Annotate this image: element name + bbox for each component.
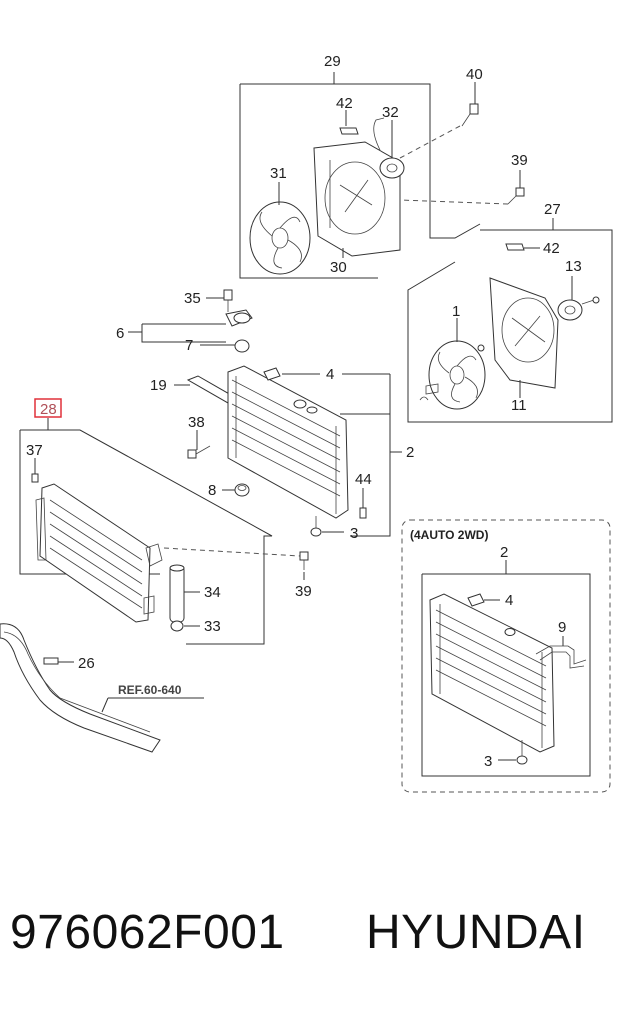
- lower-insulator-3b: [516, 740, 528, 765]
- label-40: 40: [466, 66, 483, 83]
- radiator-cap-4b: [467, 593, 485, 607]
- label-29: 29: [324, 53, 341, 70]
- parts-diagram: 29 31 30 32 42: [0, 53, 613, 793]
- fan-shroud-assembly-group-27: 27 42 13 11: [407, 201, 613, 423]
- label-2a: 2: [406, 444, 414, 461]
- label-4a: 4: [326, 366, 334, 383]
- label-9: 9: [558, 619, 566, 636]
- drain-plug-44: [359, 507, 367, 519]
- label-32: 32: [382, 104, 399, 121]
- label-8: 8: [208, 482, 216, 499]
- variant-box-title: (4AUTO 2WD): [410, 528, 488, 542]
- label-28: 28: [40, 401, 57, 418]
- radiator-core: [227, 365, 349, 519]
- radiator-core-variant: [429, 593, 555, 753]
- bolt-39b: [299, 551, 309, 570]
- label-37: 37: [26, 442, 43, 459]
- label-tag-42b: [505, 243, 525, 251]
- variant-box-4auto-2wd: (4AUTO 2WD) 2 4 9 3: [401, 519, 611, 793]
- label-1: 1: [452, 303, 460, 320]
- label-34: 34: [204, 584, 221, 601]
- reference-label: REF.60-640: [118, 683, 182, 697]
- reference-callout: REF.60-640: [101, 683, 204, 713]
- label-6: 6: [116, 325, 124, 342]
- bolt-37: [31, 473, 39, 483]
- body-panel-26: [0, 623, 161, 753]
- label-33: 33: [204, 618, 221, 635]
- label-35: 35: [184, 290, 201, 307]
- label-38: 38: [188, 414, 205, 431]
- label-31: 31: [270, 165, 287, 182]
- condenser-core: [35, 483, 163, 623]
- label-7: 7: [185, 337, 193, 354]
- label-4b: 4: [505, 592, 513, 609]
- lower-insulator-3a: [310, 516, 322, 537]
- label-19: 19: [150, 377, 167, 394]
- label-3b: 3: [484, 753, 492, 770]
- label-39a: 39: [511, 152, 528, 169]
- label-tag-42a: [339, 127, 359, 135]
- label-13: 13: [565, 258, 582, 275]
- radiator-assembly-group-2: 35 6 7 19: [116, 289, 414, 542]
- part-number: 976062F001: [10, 906, 285, 959]
- fan-shroud-assembly-group-29: 29 31 30 32 42: [239, 53, 528, 279]
- brand-name: HYUNDAI: [366, 906, 586, 959]
- bolt-40: [461, 103, 479, 127]
- highlight-box-28: [34, 398, 62, 418]
- bolt-39a: [507, 187, 525, 205]
- mount-insulator-7: [234, 339, 250, 353]
- label-42a: 42: [336, 95, 353, 112]
- label-39b: 39: [295, 583, 312, 600]
- cap-33: [170, 620, 184, 632]
- fan-shroud-11: [477, 277, 559, 389]
- fan-shroud-30: [313, 141, 401, 257]
- upper-bracket-6: [225, 309, 253, 327]
- insulator-8: [234, 483, 250, 497]
- label-11: 11: [511, 397, 527, 414]
- label-3a: 3: [350, 525, 358, 542]
- label-2b: 2: [500, 544, 508, 561]
- bolt-35: [223, 289, 233, 312]
- condenser-assembly-group-28: 28 37 34 33: [19, 398, 312, 645]
- radiator-cap-4a: [263, 367, 281, 381]
- label-44: 44: [355, 471, 372, 488]
- receiver-drier-34: [169, 564, 185, 623]
- label-42b: 42: [543, 240, 560, 257]
- bolt-38: [187, 445, 211, 459]
- fan-motor-13: [557, 296, 600, 321]
- part-caption: 976062F001 HYUNDAI: [10, 905, 610, 975]
- label-30: 30: [330, 259, 347, 276]
- fan-blade-31: [249, 201, 311, 275]
- label-27: 27: [544, 201, 561, 218]
- fan-blade-1: [419, 340, 486, 410]
- oil-cooler-hose-9: [535, 645, 587, 669]
- label-26: 26: [78, 655, 95, 672]
